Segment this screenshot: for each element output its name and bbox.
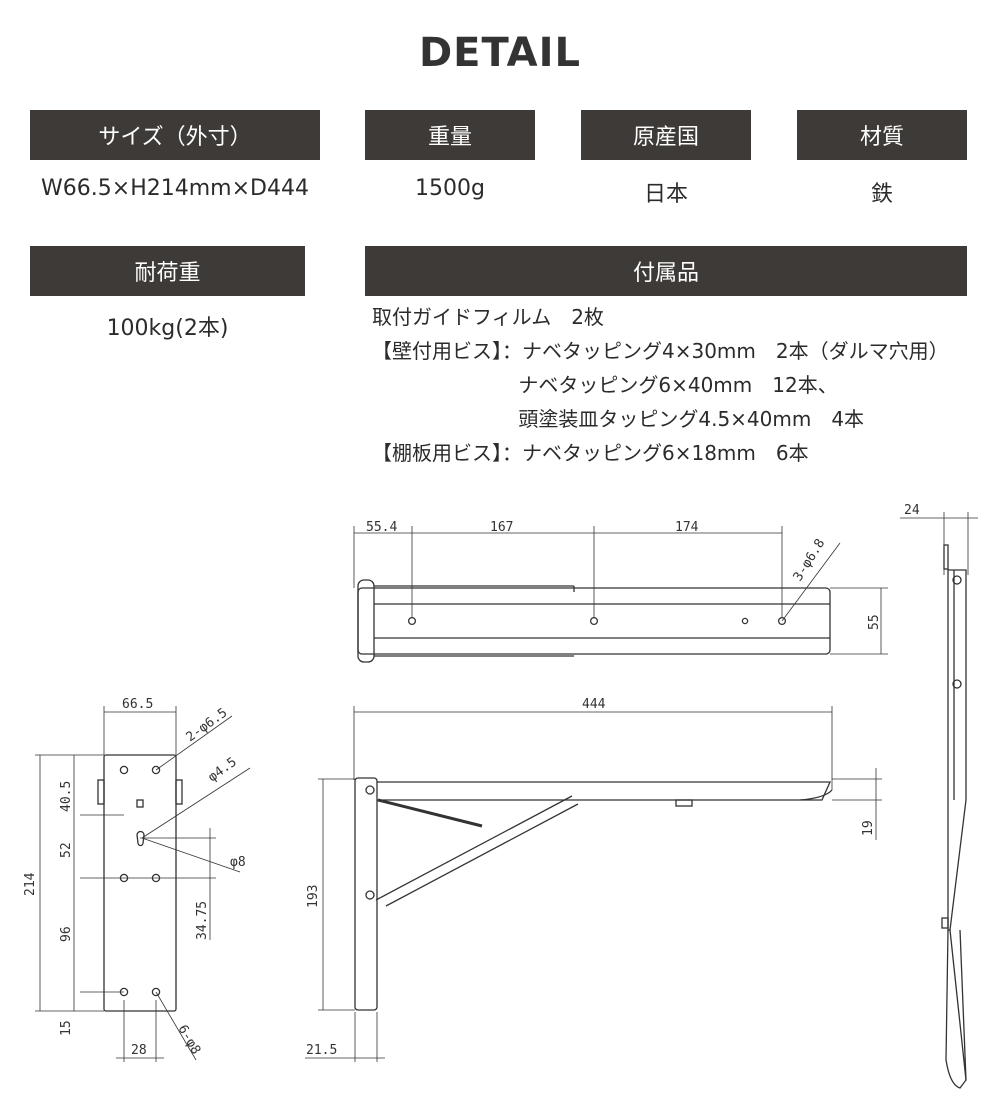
- dim-front-40-5: 40.5: [59, 781, 74, 812]
- material-value: 鉄: [870, 182, 893, 207]
- dim-side-21-5: 21.5: [306, 1043, 337, 1058]
- page-title: DETAIL: [418, 30, 582, 76]
- dim-front-28: 28: [131, 1043, 147, 1058]
- material-header: 材質: [797, 110, 967, 160]
- dim-side-193: 193: [306, 885, 321, 908]
- edge-view: [900, 512, 978, 1089]
- top-view: [353, 526, 888, 663]
- dim-side-19: 19: [861, 820, 876, 836]
- side-view: [305, 706, 882, 1062]
- accessory-line: 【棚板用ビス】：ナベタッピング6×18mm 6本: [372, 441, 809, 465]
- accessory-line: 頭塗装皿タッピング4.5×40mm 4本: [372, 407, 865, 431]
- dim-front-66-5: 66.5: [122, 697, 153, 712]
- dim-top-55-4: 55.4: [366, 520, 397, 535]
- dim-front-circle: φ8: [230, 855, 246, 870]
- dim-front-holes-top: 2-φ6.5: [184, 705, 231, 745]
- front-view: [35, 706, 251, 1062]
- dim-front-214: 214: [23, 872, 38, 896]
- weight-header: 重量: [365, 110, 535, 160]
- dim-top-holes: 3-φ6.8: [791, 536, 829, 584]
- weight-value: 1500g: [415, 176, 485, 201]
- accessory-line: ナベタッピング6×40mm 12本、: [372, 373, 838, 397]
- size-value: W66.5×H214mm×D444: [41, 176, 309, 201]
- accessories-list: 取付ガイドフィルム 2枚 【壁付用ビス】：ナベタッピング4×30mm 2本（ダル…: [372, 300, 949, 470]
- origin-value: 日本: [643, 182, 688, 207]
- accessory-line: 【壁付用ビス】：ナベタッピング4×30mm 2本（ダルマ穴用）: [372, 339, 949, 363]
- dim-side-444: 444: [582, 697, 606, 712]
- dim-front-holes-bottom: 6-φ8: [175, 1023, 204, 1058]
- dim-front-34-75: 34.75: [195, 901, 210, 940]
- accessories-header: 付属品: [365, 246, 967, 296]
- dim-top-167: 167: [490, 520, 513, 535]
- dim-top-174: 174: [675, 520, 699, 535]
- dim-edge-24: 24: [904, 503, 920, 518]
- dim-front-96: 96: [59, 926, 74, 942]
- dim-front-52: 52: [59, 842, 74, 858]
- size-header: サイズ（外寸）: [30, 110, 320, 160]
- accessory-line: 取付ガイドフィルム 2枚: [372, 305, 604, 329]
- origin-header: 原産国: [581, 110, 751, 160]
- dim-top-55: 55: [867, 614, 882, 630]
- load-header: 耐荷重: [30, 246, 305, 296]
- dim-front-15: 15: [59, 1020, 74, 1036]
- load-value: 100kg(2本): [106, 316, 229, 341]
- dim-front-keyhole: φ4.5: [206, 755, 240, 786]
